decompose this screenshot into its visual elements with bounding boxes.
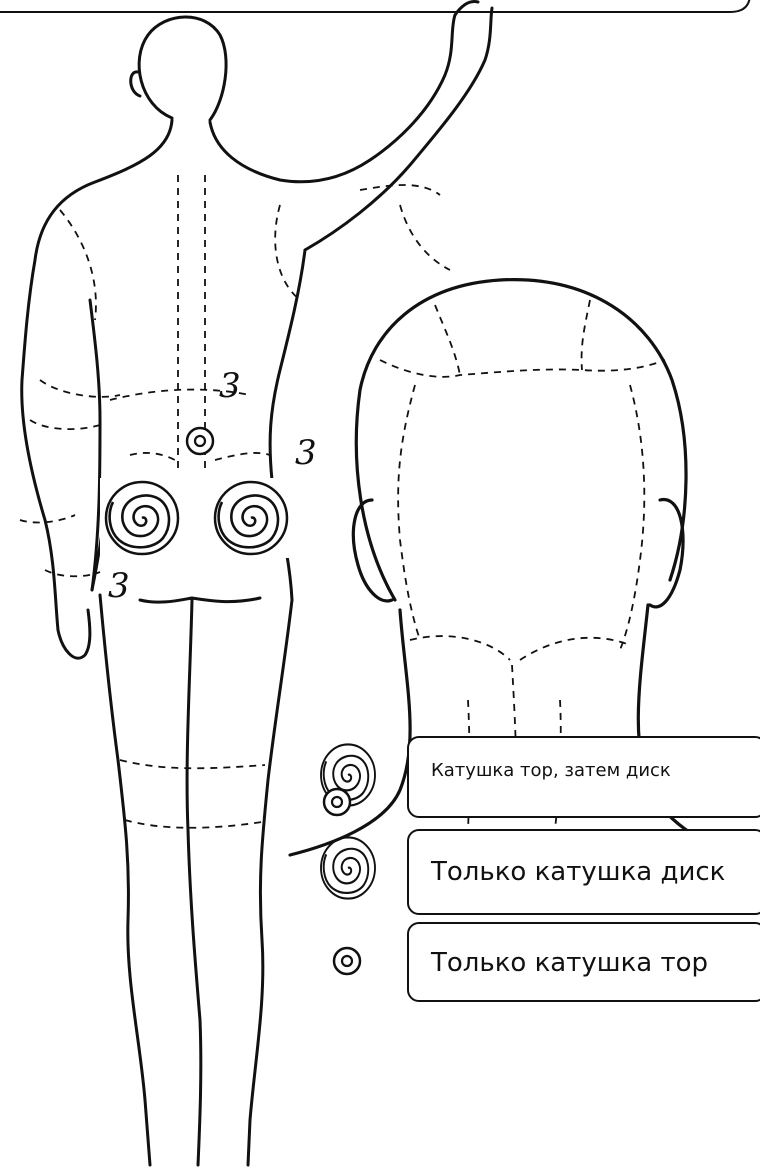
zone-label-left-wrist: 3 [108,566,130,606]
legend-torus-icon [334,948,360,974]
legend-disk-text: Только катушка диск [431,857,725,887]
top-frame [0,0,750,12]
zone-label-right-flank: 3 [295,433,317,473]
legend-disk-box: Только катушка диск [407,829,760,915]
torus-coil-icon [187,428,213,454]
legend-combo-icon [321,744,375,815]
legend-torus-box: Только катушка тор [407,922,760,1002]
legend-disk-icon [321,837,375,898]
buttock-area-left [100,478,186,558]
buttock-area-right [208,478,294,558]
zone-label-lower-back: 3 [219,366,241,406]
legend-combo-box: Катушка тор, затем диск [407,736,760,818]
legend-combo-text: Катушка тор, затем диск [431,760,671,781]
legend-torus-text: Только катушка тор [431,948,708,978]
